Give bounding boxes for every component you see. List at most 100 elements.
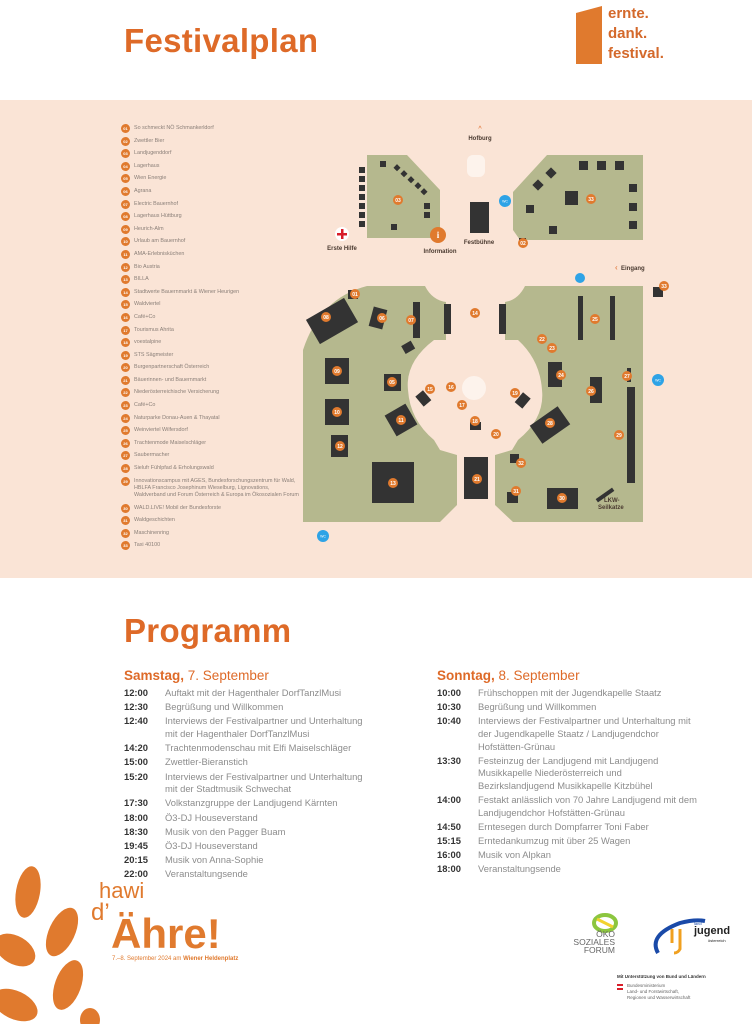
schedule-time: 15:15	[437, 835, 461, 847]
legend-label: Urlaub am Bauernhof	[134, 238, 186, 245]
legend-label: Innovationscampus mit AGES, Bundesforsch…	[134, 477, 299, 498]
map-marker	[406, 315, 416, 325]
legend-label: Bio Austria	[134, 263, 160, 270]
legend-number: 08	[121, 212, 130, 222]
legend-label: Lagerhaus	[134, 162, 160, 169]
legend-number: 27	[121, 451, 130, 461]
legend-label: Niederösterreichische Versicherung	[134, 389, 220, 396]
map-marker-number: 06	[379, 316, 385, 322]
map-marker-number: 32	[518, 461, 524, 467]
legend-item: 28 Sielufr Fühlpfad & Erholungswald	[121, 464, 301, 477]
arrow-left-icon: ‹	[615, 263, 618, 272]
legend-number: 13	[121, 275, 130, 285]
legend-number: 18	[121, 338, 130, 348]
date-text: 7.–8. September 2024 am	[112, 956, 182, 962]
schedule-row: 12:40 Interviews der Festivalpartner und …	[124, 715, 364, 740]
map-marker	[446, 382, 456, 392]
schedule-time: 20:15	[124, 854, 148, 866]
schedule-event: Festakt anlässlich von 70 Jahre Landjuge…	[478, 794, 697, 818]
label-lkw: LKW-	[604, 498, 620, 504]
legend-number: 28	[121, 464, 130, 474]
logo-line: festival.	[608, 45, 664, 62]
legend-label: Café+Co	[134, 402, 156, 409]
map-marker	[511, 486, 521, 496]
legend-number: 11	[121, 249, 130, 259]
label-hofburg: Hofburg	[468, 136, 492, 142]
ernte-dank-festival-logo: ernte. dank. festival.	[576, 4, 696, 74]
logo-line: dank.	[608, 25, 648, 42]
schedule-time: 14:00	[437, 794, 461, 806]
map-marker-number: 11	[398, 418, 404, 424]
map-marker	[590, 314, 600, 324]
wc-label: WC	[502, 200, 508, 204]
label-information: Information	[424, 249, 457, 255]
map-marker-number: 26	[588, 389, 594, 395]
schedule-event: Veranstaltungsende	[478, 863, 561, 875]
legend-number: 02	[121, 136, 130, 146]
hawi-dahre-logo: hawi d’ Ähre! 7.–8. September 2024 am Wi…	[91, 880, 238, 963]
wheat-ear-icon	[0, 866, 100, 1024]
legend-number: 30	[121, 503, 130, 513]
legend-label: Sielufr Fühlpfad & Erholungswald	[134, 465, 214, 472]
legend-label: Zwettler Bier	[134, 137, 165, 144]
legend-number: 22	[121, 388, 130, 398]
austria-flag-icon	[617, 984, 623, 990]
logo-line: ernte.	[608, 5, 649, 22]
sunday-heading: Sonntag, 8. September	[437, 668, 580, 683]
map-marker-number: 14	[472, 311, 478, 317]
legend-number: 32	[121, 528, 130, 538]
map-marker-number: 20	[493, 432, 499, 438]
map-marker	[547, 343, 557, 353]
label-festbuehne: Festbühne	[464, 240, 495, 246]
wc-markers	[317, 195, 664, 542]
schedule-time: 10:00	[437, 687, 461, 698]
legend-label: Tourismus Ahrita	[134, 326, 174, 333]
support-text: Mit Unterstützung von Bund und Ländern	[617, 974, 706, 979]
schedule-event: Auftakt mit der Hagenthaler DorfTanzlMus…	[165, 687, 342, 698]
legend-number: 23	[121, 401, 130, 411]
legend-label: Burgenpartnerschaft Österreich	[134, 364, 210, 371]
map-marker-number: 13	[390, 481, 396, 487]
schedule-time: 12:30	[124, 701, 148, 713]
map-marker	[510, 388, 520, 398]
map-marker-number: 15	[427, 387, 433, 393]
schedule-time: 12:40	[124, 715, 148, 727]
legend-label: Stadtwerte Bauernmarkt & Wiener Heurigen	[134, 288, 240, 295]
schedule-time: 14:50	[437, 820, 461, 832]
schedule-event: Interviews der Festivalpartner und Unter…	[165, 715, 363, 739]
area-top-left	[367, 155, 440, 238]
legend-number: 31	[121, 516, 130, 526]
schedule-row: 14:00 Festakt anlässlich von 70 Jahre Lan…	[437, 794, 697, 819]
map-marker-number: 03	[395, 198, 401, 204]
legend-number: 06	[121, 186, 130, 196]
map-marker	[516, 458, 526, 468]
map-marker-number: 27	[624, 374, 630, 380]
legend-label: Naturparke Donau-Auen & Thayatal	[134, 414, 220, 421]
legend-item: 02 Zwettler Bier	[121, 136, 301, 150]
legend-label: WALD.LIVE! Mobil der Bundesforste	[134, 504, 221, 511]
program-title: Programm	[124, 612, 292, 649]
landjugend-swoosh-icon	[653, 918, 706, 955]
schedule-event: Musik von den Pagger Buam	[165, 825, 286, 837]
map-marker-number: 17	[459, 403, 465, 409]
label-eingang: Eingang	[621, 266, 645, 272]
legend-number: 26	[121, 438, 130, 448]
map-marker-number: 07	[408, 318, 414, 324]
